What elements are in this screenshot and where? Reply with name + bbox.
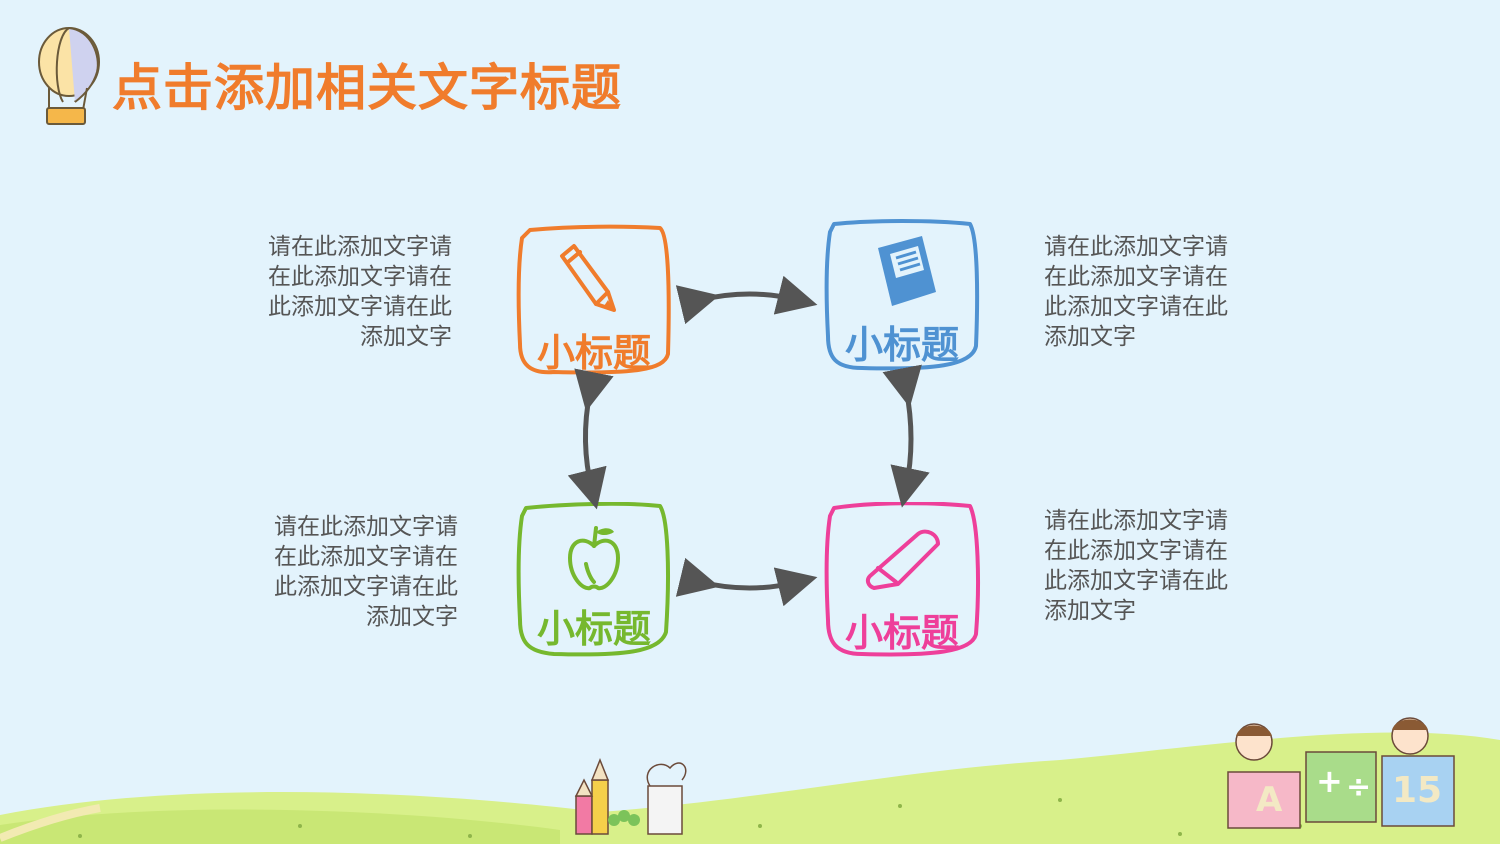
description-bottom-right: 请在此添加文字请 在此添加文字请在 此添加文字请在此 添加文字 — [1044, 506, 1249, 626]
description-line: 此添加文字请在此 — [268, 294, 452, 320]
apple-icon — [568, 526, 620, 591]
description-line: 此添加文字请在此 — [274, 574, 458, 600]
page-title: 点击添加相关文字标题 — [112, 59, 622, 117]
description-line: 添加文字 — [1044, 598, 1136, 624]
description-line: 添加文字 — [360, 324, 452, 350]
book-icon — [878, 236, 936, 306]
kids-blocks-decoration — [1227, 717, 1455, 829]
description-line: 添加文字 — [366, 604, 458, 630]
description-line: 此添加文字请在此 — [1044, 294, 1228, 320]
card-pink[interactable]: 小标题 — [822, 502, 982, 657]
card-frame — [824, 219, 980, 371]
description-bottom-left: 请在此添加文字请 在此添加文字请在 此添加文字请在此 添加文字 — [253, 512, 458, 632]
block-letter: A — [1256, 780, 1283, 820]
description-line: 在此添加文字请在 — [274, 544, 458, 570]
eraser-icon — [865, 529, 940, 590]
card-orange[interactable]: 小标题 — [514, 224, 674, 375]
pencil-icon — [560, 244, 616, 312]
block-divide: ÷ — [1346, 770, 1372, 805]
description-top-left: 请在此添加文字请 在此添加文字请在 此添加文字请在此 添加文字 — [247, 232, 452, 352]
card-green[interactable]: 小标题 — [514, 502, 674, 657]
block-plus: + — [1316, 762, 1343, 800]
card-blue[interactable]: 小标题 — [822, 218, 982, 371]
block-number: 15 — [1392, 770, 1443, 811]
card-title: 小标题 — [844, 323, 959, 367]
card-frame — [516, 502, 670, 657]
description-line: 在此添加文字请在 — [268, 264, 452, 290]
description-line: 请在此添加文字请 — [274, 514, 458, 540]
description-line: 请在此添加文字请 — [268, 234, 452, 260]
description-line: 添加文字 — [1044, 324, 1136, 350]
description-top-right: 请在此添加文字请 在此添加文字请在 此添加文字请在此 添加文字 — [1044, 232, 1249, 352]
card-title: 小标题 — [844, 611, 959, 655]
hot-air-balloon-icon — [38, 27, 100, 125]
description-line: 在此添加文字请在 — [1044, 538, 1228, 564]
description-line: 此添加文字请在此 — [1044, 568, 1228, 594]
description-line: 请在此添加文字请 — [1044, 234, 1228, 260]
description-line: 请在此添加文字请 — [1044, 508, 1228, 534]
card-title: 小标题 — [536, 331, 651, 375]
card-frame — [516, 224, 671, 375]
card-frame — [824, 502, 980, 657]
card-title: 小标题 — [536, 607, 651, 651]
description-line: 在此添加文字请在 — [1044, 264, 1228, 290]
pencils-cup-decoration — [574, 757, 687, 835]
